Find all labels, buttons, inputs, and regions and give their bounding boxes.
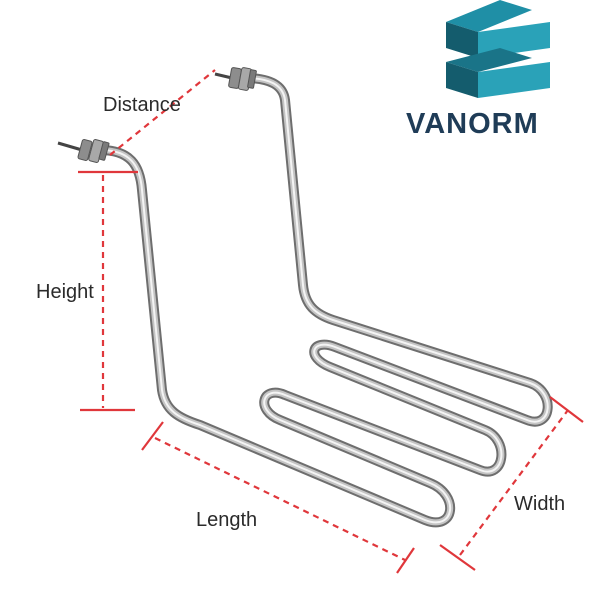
distance-label: Distance [103,94,181,116]
length-label: Length [196,509,258,531]
left-terminal-icon [57,138,110,163]
brand-name: VANORM [406,108,539,140]
distance-dimension-line [109,69,216,156]
right-terminal-icon [214,67,257,91]
tube-body [97,75,551,526]
tube-outline [95,73,553,528]
tubular-heating-element-icon [95,73,553,528]
width-bottom-tick [439,544,476,571]
width-label: Width [514,493,566,515]
width-dimension-line [459,409,569,556]
tube-highlight [99,77,549,524]
stacked-chevron-e-logo-icon [446,0,550,98]
length-right-tick [396,547,415,574]
length-dimension-line [154,437,406,561]
length-left-tick [141,421,164,451]
height-label: Height [36,281,94,303]
width-top-tick [549,396,584,423]
